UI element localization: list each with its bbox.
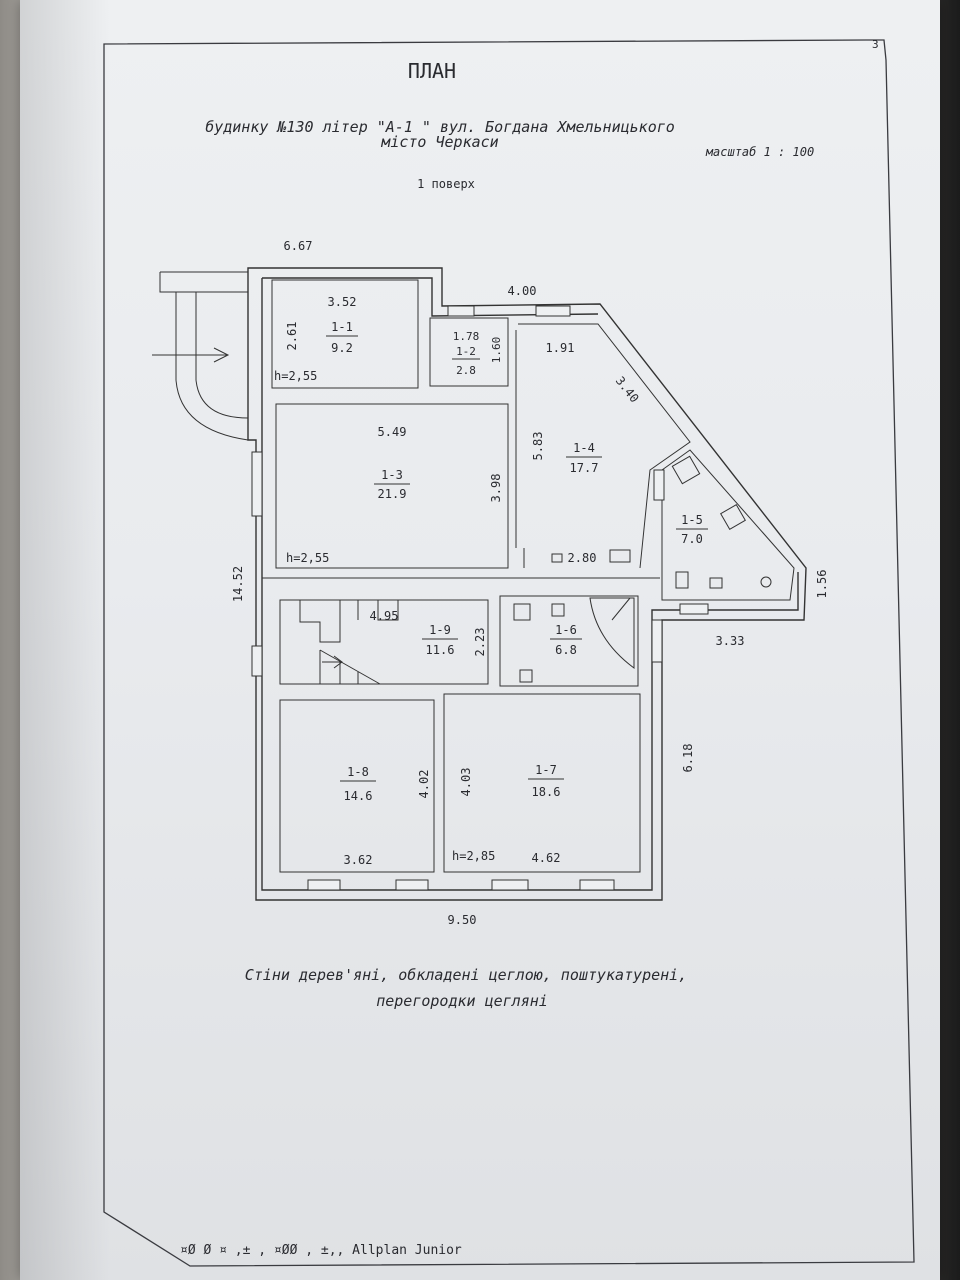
outer-walls bbox=[152, 267, 807, 901]
page-number: 3 bbox=[872, 38, 879, 51]
svg-text:5.83: 5.83 bbox=[531, 432, 545, 461]
notes-line2: перегородки цегляні bbox=[376, 992, 548, 1010]
scale-label: масштаб 1 : 100 bbox=[705, 145, 814, 159]
svg-text:h=2,55: h=2,55 bbox=[286, 551, 329, 565]
svg-text:2.8: 2.8 bbox=[456, 364, 476, 377]
svg-text:18.6: 18.6 bbox=[532, 785, 561, 799]
dim-right-lower: 6.18 bbox=[681, 744, 695, 773]
svg-text:4.62: 4.62 bbox=[532, 851, 561, 865]
svg-text:4.95: 4.95 bbox=[370, 609, 399, 623]
room-1-8: 1-8 14.6 4.02 3.62 bbox=[340, 765, 431, 867]
dim-kitchen-short: 2.80 bbox=[568, 551, 597, 565]
svg-text:2.23: 2.23 bbox=[473, 628, 487, 657]
floor-label: 1 поверх bbox=[417, 177, 475, 191]
room-1-2: 1.78 1-2 2.8 1.60 bbox=[452, 330, 503, 377]
room-1-3: 5.49 1-3 21.9 3.98 h=2,55 bbox=[286, 425, 503, 565]
plan-title: ПЛАН bbox=[408, 59, 456, 83]
svg-text:1.91: 1.91 bbox=[546, 341, 575, 355]
svg-text:1-4: 1-4 bbox=[573, 441, 595, 455]
svg-text:5.49: 5.49 bbox=[378, 425, 407, 439]
sheet-border bbox=[103, 39, 915, 1267]
svg-text:h=2,55: h=2,55 bbox=[274, 369, 317, 383]
dim-bottom-total: 9.50 bbox=[448, 913, 477, 927]
svg-text:h=2,85: h=2,85 bbox=[452, 849, 495, 863]
windows bbox=[251, 305, 709, 891]
room-1-6: 1-6 6.8 bbox=[550, 623, 582, 657]
room-1-7: 1-7 18.6 4.03 h=2,85 4.62 bbox=[452, 763, 564, 865]
svg-text:4.03: 4.03 bbox=[459, 768, 473, 797]
room-1-9: 4.95 1-9 11.6 2.23 bbox=[370, 609, 487, 657]
software-footer: ¤Ø Ø ¤ ,± , ¤ØØ , ±,, Allplan Junior bbox=[180, 1243, 462, 1258]
stairs bbox=[299, 600, 399, 685]
svg-text:7.0: 7.0 bbox=[681, 532, 703, 546]
svg-text:17.7: 17.7 bbox=[570, 461, 599, 475]
interior-walls bbox=[262, 279, 795, 873]
dim-left-total: 14.52 bbox=[231, 566, 245, 602]
document-sheet bbox=[20, 0, 940, 1280]
svg-text:3.98: 3.98 bbox=[489, 474, 503, 503]
svg-text:1-7: 1-7 bbox=[535, 763, 557, 777]
svg-text:1-5: 1-5 bbox=[681, 513, 703, 527]
room-1-1: 3.52 1-1 9.2 2.61 h=2,55 bbox=[274, 295, 358, 383]
notes-line1: Стіни дерев'яні, обкладені цеглою, пошту… bbox=[245, 966, 688, 984]
svg-text:14.6: 14.6 bbox=[344, 789, 373, 803]
city-line: місто Черкаси bbox=[380, 133, 498, 151]
svg-text:1-3: 1-3 bbox=[381, 468, 403, 482]
svg-text:1.60: 1.60 bbox=[490, 337, 503, 364]
svg-text:2.61: 2.61 bbox=[285, 322, 299, 351]
svg-text:21.9: 21.9 bbox=[378, 487, 407, 501]
fixtures bbox=[513, 455, 772, 683]
svg-text:1-1: 1-1 bbox=[331, 320, 353, 334]
address-line: будинку №130 літер "А-1 " вул. Богдана Х… bbox=[205, 118, 675, 136]
svg-text:1-9: 1-9 bbox=[429, 623, 451, 637]
svg-text:11.6: 11.6 bbox=[426, 643, 455, 657]
dim-right-step: 3.33 bbox=[716, 634, 745, 648]
svg-text:1.78: 1.78 bbox=[453, 330, 480, 343]
room-1-4: 1.91 1-4 17.7 5.83 3.40 bbox=[531, 341, 642, 475]
svg-text:1-6: 1-6 bbox=[555, 623, 577, 637]
svg-text:3.40: 3.40 bbox=[613, 374, 642, 405]
svg-text:9.2: 9.2 bbox=[331, 341, 353, 355]
svg-text:1-8: 1-8 bbox=[347, 765, 369, 779]
sheet-shadow bbox=[20, 0, 110, 1280]
dim-right-upper: 1.56 bbox=[815, 570, 829, 599]
svg-text:6.8: 6.8 bbox=[555, 643, 577, 657]
svg-text:1-2: 1-2 bbox=[456, 345, 476, 358]
svg-text:4.02: 4.02 bbox=[417, 770, 431, 799]
dim-top-left: 6.67 bbox=[284, 239, 313, 253]
svg-text:3.62: 3.62 bbox=[344, 853, 373, 867]
svg-text:3.52: 3.52 bbox=[328, 295, 357, 309]
room-1-5: 1-5 7.0 bbox=[676, 513, 708, 546]
dim-top-mid: 4.00 bbox=[508, 284, 537, 298]
